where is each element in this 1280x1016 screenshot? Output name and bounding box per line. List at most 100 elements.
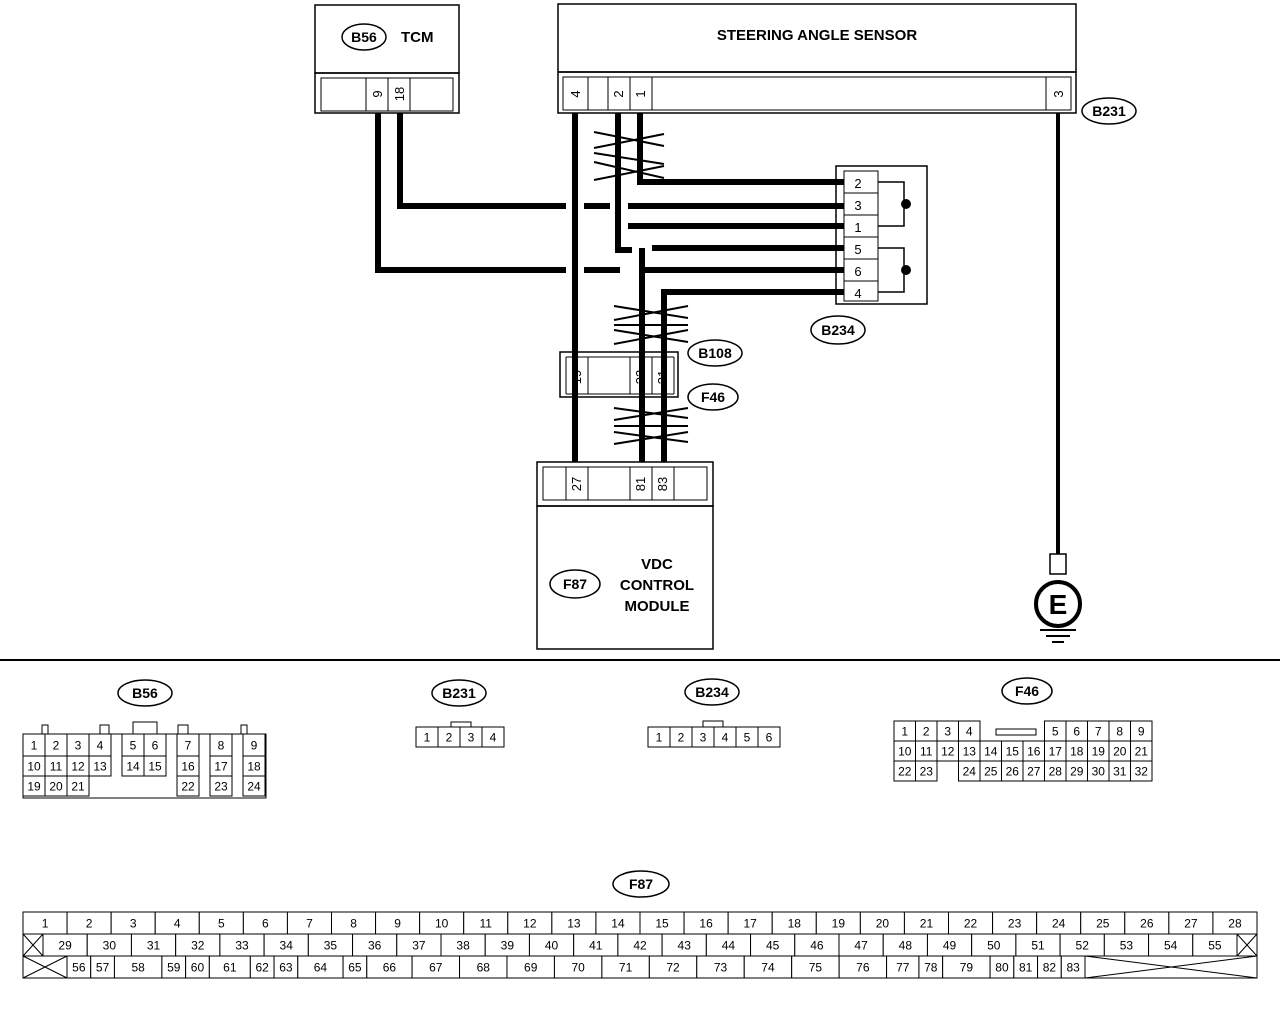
pin-1: 1	[42, 917, 49, 931]
pin-53: 53	[1120, 939, 1134, 953]
pin-65: 65	[348, 961, 362, 975]
pin-2: 2	[923, 725, 930, 739]
pin-23: 23	[920, 765, 934, 779]
wires	[375, 113, 1060, 560]
pin-9: 9	[1138, 725, 1145, 739]
pin-19: 19	[832, 917, 846, 931]
b234-pin-4: 4	[854, 286, 861, 301]
pin-3: 3	[944, 725, 951, 739]
pin-21: 21	[920, 917, 934, 931]
b234-code: B234	[821, 322, 855, 338]
pin-73: 73	[714, 961, 728, 975]
pin-74: 74	[761, 961, 775, 975]
pin-35: 35	[324, 939, 338, 953]
vdc-name-line1: VDC	[641, 556, 673, 573]
pin-30: 30	[1092, 765, 1106, 779]
pin-16: 16	[181, 760, 195, 774]
pin-68: 68	[477, 961, 491, 975]
f46-face-label-ellipse	[1001, 677, 1053, 705]
tcm-code-ellipse	[341, 23, 387, 51]
pin-61: 61	[223, 961, 237, 975]
pin-70: 70	[571, 961, 585, 975]
pin-71: 71	[619, 961, 633, 975]
pin-77: 77	[896, 961, 910, 975]
pin-8: 8	[350, 917, 357, 931]
b56-face-label-ellipse	[117, 679, 173, 707]
vdc-pin-83: 83	[655, 477, 670, 491]
pin-9: 9	[394, 917, 401, 931]
pin-15: 15	[1006, 745, 1020, 759]
ground-label: E	[1049, 589, 1068, 620]
pin-10: 10	[27, 760, 41, 774]
pin-29: 29	[1070, 765, 1084, 779]
pin-25: 25	[984, 765, 998, 779]
pin-8: 8	[1116, 725, 1123, 739]
pin-49: 49	[943, 939, 957, 953]
pin-46: 46	[810, 939, 824, 953]
b234-junction: 2 3 1 5 6 4 B234	[810, 165, 928, 345]
pin-3: 3	[700, 731, 707, 745]
pin-9: 9	[251, 739, 258, 753]
vdc-control-module: 27 81 83 F87 VDC CONTROL MODULE	[536, 461, 714, 650]
pin-81: 81	[1019, 961, 1033, 975]
pin-47: 47	[854, 939, 868, 953]
pin-28: 28	[1049, 765, 1063, 779]
pin-45: 45	[766, 939, 780, 953]
pin-15: 15	[655, 917, 669, 931]
pin-72: 72	[666, 961, 680, 975]
pin-55: 55	[1208, 939, 1222, 953]
pin-4: 4	[97, 739, 104, 753]
pin-69: 69	[524, 961, 538, 975]
pin-1: 1	[31, 739, 38, 753]
pin-43: 43	[678, 939, 692, 953]
tcm-name: TCM	[401, 29, 434, 46]
pin-24: 24	[247, 780, 261, 794]
pin-66: 66	[383, 961, 397, 975]
pin-2: 2	[446, 731, 453, 745]
pin-5: 5	[1052, 725, 1059, 739]
pin-33: 33	[235, 939, 249, 953]
pin-18: 18	[1070, 745, 1084, 759]
sensor-pin-4: 4	[568, 90, 583, 97]
wire-b234-4	[661, 289, 844, 462]
pin-44: 44	[722, 939, 736, 953]
pin-13: 13	[963, 745, 977, 759]
pin-10: 10	[898, 745, 912, 759]
pin-16: 16	[1027, 745, 1041, 759]
pin-32: 32	[191, 939, 205, 953]
pin-14: 14	[126, 760, 140, 774]
pin-12: 12	[71, 760, 85, 774]
pin-26: 26	[1140, 917, 1154, 931]
pin-6: 6	[262, 917, 269, 931]
pin-23: 23	[214, 780, 228, 794]
f87-face-label-ellipse	[612, 870, 670, 898]
pin-4: 4	[966, 725, 973, 739]
pin-11: 11	[50, 760, 63, 774]
b231-face-label: B231	[442, 685, 476, 701]
pin-25: 25	[1096, 917, 1110, 931]
pin-10: 10	[435, 917, 449, 931]
pin-11: 11	[920, 745, 933, 759]
pin-79: 79	[960, 961, 974, 975]
sensor-pin-1: 1	[633, 90, 648, 97]
b108-code: B108	[698, 345, 732, 361]
pin-42: 42	[633, 939, 647, 953]
pin-22: 22	[181, 780, 195, 794]
pin-1: 1	[656, 731, 663, 745]
tcm-module: B56 TCM 9 18	[314, 4, 460, 114]
tcm-pin-18: 18	[392, 87, 407, 101]
pin-7: 7	[306, 917, 313, 931]
pin-22: 22	[964, 917, 978, 931]
pin-37: 37	[412, 939, 426, 953]
ground-symbol: E	[1034, 553, 1082, 643]
pin-38: 38	[456, 939, 470, 953]
pin-57: 57	[96, 961, 110, 975]
vdc-code: F87	[563, 576, 587, 592]
pin-30: 30	[103, 939, 117, 953]
pin-17: 17	[1049, 745, 1063, 759]
pin-7: 7	[185, 739, 192, 753]
pin-19: 19	[27, 780, 41, 794]
pin-19: 19	[1092, 745, 1106, 759]
